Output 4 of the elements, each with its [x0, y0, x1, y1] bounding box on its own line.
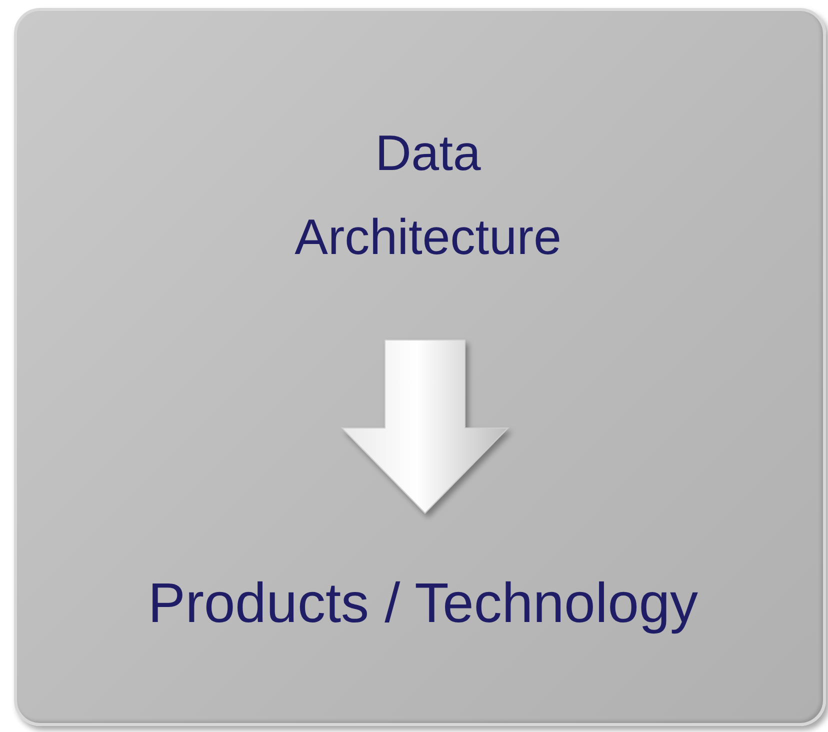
block-arrow: [340, 340, 510, 514]
panel-background: [14, 8, 826, 726]
node-label: Products / Technology: [147, 570, 699, 636]
node-label: Data Architecture: [294, 124, 562, 267]
